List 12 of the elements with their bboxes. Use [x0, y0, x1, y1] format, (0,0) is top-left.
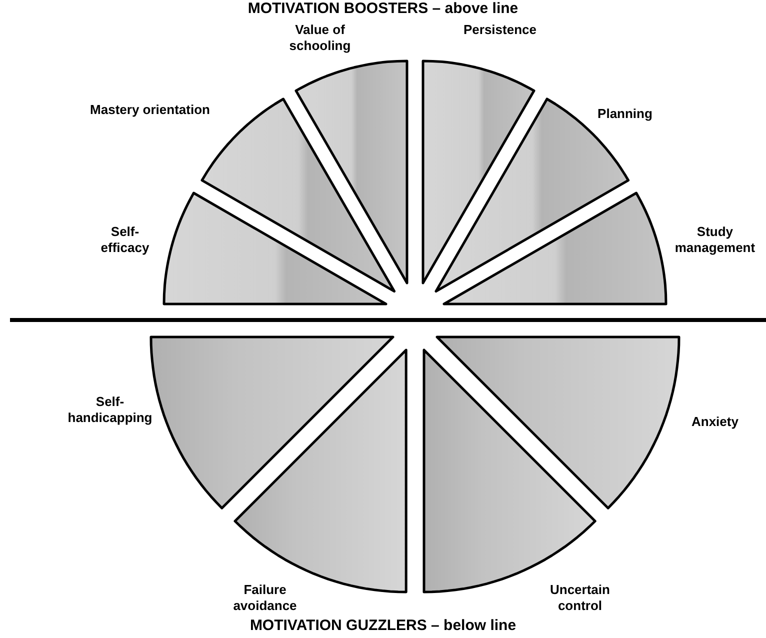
- segment-label: Value of schooling: [288, 22, 352, 54]
- caption: MOTIVATION GUZZLERS – below line: [248, 617, 518, 635]
- segment-label: Planning: [596, 106, 654, 122]
- segment-label: Mastery orientation: [89, 102, 211, 118]
- segment-label: Persistence: [462, 22, 538, 38]
- segment-label: Failure avoidance: [232, 582, 298, 614]
- segment-label: Uncertain control: [549, 582, 611, 614]
- segment-label: Self-efficacy: [100, 224, 150, 256]
- segment-label: Anxiety: [690, 414, 740, 430]
- segment-label: Self-handicapping: [66, 394, 154, 426]
- title: MOTIVATION BOOSTERS – above line: [246, 0, 520, 18]
- segment-label: Study management: [674, 224, 756, 256]
